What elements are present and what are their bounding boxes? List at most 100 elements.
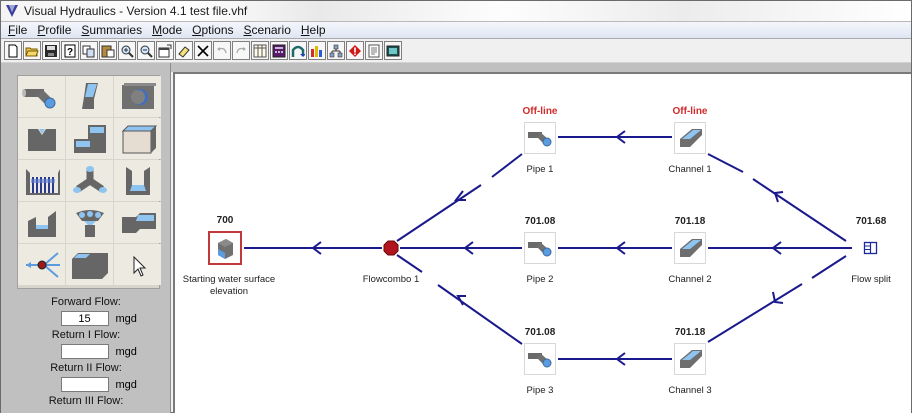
filter-tool-button[interactable] [114,118,161,159]
new-file-button[interactable] [4,41,22,60]
menu-file[interactable]: File [3,23,32,37]
copy-button[interactable] [80,41,98,60]
channel-transition-tool-button[interactable] [66,76,113,117]
pipe3-node[interactable] [524,343,556,375]
flume-tool-button[interactable] [114,160,161,201]
menu-mnemonic: S [81,23,90,37]
table-button[interactable] [251,41,269,60]
profile-button[interactable] [289,41,307,60]
eraser-button[interactable] [175,41,193,60]
channel1-node-name: Channel 1 [668,164,712,175]
junction-tool-button[interactable] [66,160,113,201]
menu-mnemonic: F [8,23,16,37]
connection-lines [244,130,852,366]
channel2-node-value: 701.18 [674,216,706,227]
pipe1-node[interactable] [524,122,556,154]
chart-button[interactable] [308,41,326,60]
pipe2-node[interactable] [524,232,556,264]
calculator-icon [272,44,286,57]
help-button[interactable]: ? [61,41,79,60]
pipe1-node-name: Pipe 1 [526,164,554,175]
network-button[interactable] [327,41,345,60]
sluice-gate-tool-button[interactable] [18,202,65,243]
app-logo-icon [6,5,18,17]
start-node-name-line2: elevation [209,286,249,297]
return-2-flow-input[interactable] [60,377,109,392]
split-node-name: Flow split [851,274,891,285]
weir-tool-button[interactable] [18,118,65,159]
channel-icon [680,350,702,368]
flume-icon [125,166,150,195]
return-1-flow-label: Return I Flow: [51,329,121,341]
menu-profile[interactable]: Profile [32,23,76,37]
flow-split-node[interactable] [863,240,879,256]
calculator-button[interactable] [270,41,288,60]
bar-screen-tool-button[interactable] [18,160,65,201]
channel2-node-name: Channel 2 [668,274,712,285]
menu-mnemonic: O [192,23,202,37]
menu-label: ummaries [89,23,143,37]
menu-help[interactable]: Help [296,23,331,37]
pointer-icon [133,255,146,277]
paste-icon [101,45,115,57]
menu-label: cenario [251,23,291,37]
menu-mode[interactable]: Mode [147,23,187,37]
screen-button[interactable] [384,41,402,60]
flow-split-icon [863,241,878,255]
drop-structure-icon [73,124,106,153]
diagram-canvas[interactable]: 700 Starting water surface elevation Flo… [173,72,911,413]
network-icon [329,44,343,57]
delete-button[interactable] [194,41,212,60]
channel-icon [680,129,702,147]
pipe-tool-button[interactable] [18,76,65,117]
chart-icon [311,45,322,57]
return-1-flow-input[interactable] [60,344,109,359]
culvert-tool-button[interactable] [114,76,161,117]
channel1-node[interactable] [674,122,706,154]
pipe1-node-value: Off-line [522,106,558,117]
start-node[interactable] [208,231,242,265]
return-3-flow-label: Return III Flow: [48,395,124,407]
menu-mnemonic: S [243,23,252,37]
channel3-node-value: 701.18 [674,327,706,338]
save-button[interactable] [42,41,60,60]
zoom-in-button[interactable] [118,41,136,60]
undo-button[interactable] [213,41,231,60]
forward-flow-unit: mgd [115,312,137,325]
diffuser-tool-button[interactable] [66,202,113,243]
eraser-icon [178,45,190,58]
pointer-tool-button[interactable] [114,244,161,285]
menu-options[interactable]: Options [187,23,238,37]
pipe3-node-name: Pipe 3 [526,385,554,396]
channel2-node[interactable] [674,232,706,264]
menu-summaries[interactable]: Summaries [76,23,147,37]
redo-button[interactable] [232,41,250,60]
return-2-flow-label: Return II Flow: [50,362,122,374]
channel3-node[interactable] [674,343,706,375]
report-button[interactable] [365,41,383,60]
channel-transition-icon [81,82,98,109]
flowcombo-tool-button[interactable] [18,244,65,285]
help-icon: ? [64,44,76,58]
open-folder-icon [25,47,39,56]
menu-label: ile [15,23,28,37]
delete-icon [197,44,209,57]
paste-button[interactable] [99,41,117,60]
properties-button[interactable] [156,41,174,60]
culvert-icon [121,82,156,109]
pipe-icon [528,242,552,257]
forward-flow-label: Forward Flow: [51,296,121,308]
filter-icon [121,125,157,153]
forward-flow-input[interactable] [60,311,109,326]
drop-structure-tool-button[interactable] [66,118,113,159]
warning-button[interactable] [346,41,364,60]
tank-tool-button[interactable] [66,244,113,285]
open-button[interactable] [23,41,41,60]
contraction-tool-button[interactable] [114,202,161,243]
menu-mnemonic: P [37,23,46,37]
new-file-icon [8,44,18,57]
title-bar: Visual Hydraulics - Version 4.1 test fil… [1,1,911,22]
sluice-gate-icon [27,210,56,237]
menu-scenario[interactable]: Scenario [239,23,296,37]
zoom-out-button[interactable] [137,41,155,60]
